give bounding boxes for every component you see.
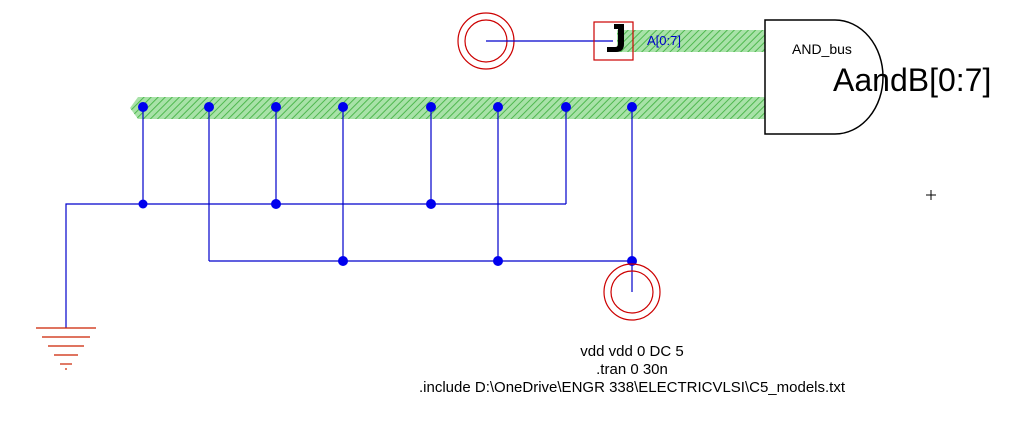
bus-a-arc[interactable] [617, 30, 767, 52]
and-gate-label: AND_bus [792, 41, 852, 57]
ground-icon[interactable] [36, 327, 96, 370]
bus-node [627, 102, 637, 112]
junction-node [426, 199, 436, 209]
bus-node [138, 102, 148, 112]
bus-node [338, 102, 348, 112]
bus-node [561, 102, 571, 112]
junction-node [493, 256, 503, 266]
junction-node [338, 256, 348, 266]
crosshair-cursor-icon [926, 190, 936, 200]
spice-line: .tran 0 30n [596, 361, 668, 378]
junction-node [138, 199, 148, 209]
bus-b-nodes [138, 102, 637, 266]
vdd-export-icon[interactable] [603, 263, 661, 321]
bus-node [204, 102, 214, 112]
bus-node [271, 102, 281, 112]
bus-b-arc[interactable] [130, 97, 766, 119]
bus-b-taps [65, 107, 633, 328]
bus-a-label: A[0:7] [647, 33, 681, 48]
and-gate-icon[interactable] [764, 19, 884, 135]
bus-node [493, 102, 503, 112]
output-net-label: AandB[0:7] [833, 62, 991, 98]
spice-line: vdd vdd 0 DC 5 [580, 343, 683, 360]
bus-node [426, 102, 436, 112]
junction-node [627, 256, 637, 266]
junction-node [271, 199, 281, 209]
bus-pin-icon[interactable] [593, 21, 634, 61]
spice-directives: vdd vdd 0 DC 5 .tran 0 30n .include D:\O… [419, 343, 846, 396]
spice-line: .include D:\OneDrive\ENGR 338\ELECTRICVL… [419, 379, 846, 396]
